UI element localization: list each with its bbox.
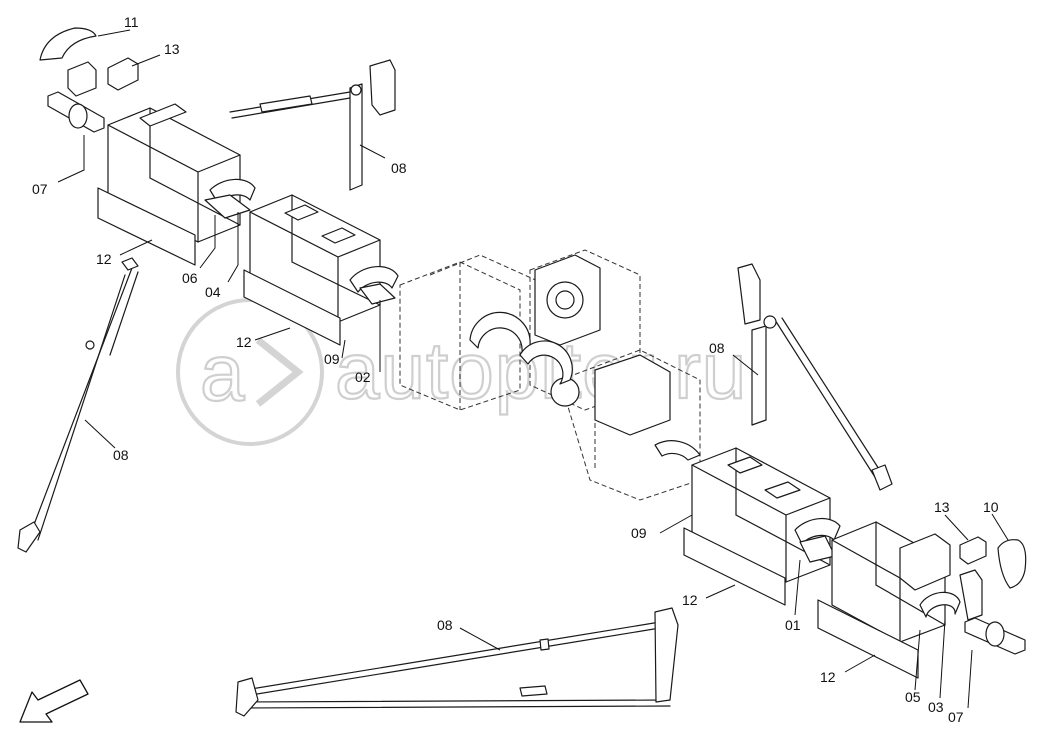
part-12-flap-a — [97, 187, 196, 266]
watermark-logo-chevron — [255, 337, 304, 407]
label-05: 05 — [905, 689, 921, 705]
part-08-lever-right — [751, 325, 767, 426]
part-12-flap-c — [683, 527, 786, 606]
label-07: 07 — [32, 181, 48, 197]
watermark: a autopiter.ru — [176, 298, 747, 446]
central-gearbox — [469, 254, 701, 461]
right-link-arm — [737, 263, 893, 491]
part-11-shield — [39, 27, 97, 61]
label-04: 04 — [205, 284, 221, 300]
part-13-plate — [107, 57, 139, 91]
part-08-rod-bottom-upper — [244, 621, 661, 691]
label-09: 09 — [631, 525, 647, 541]
label-12: 12 — [820, 669, 836, 685]
part-01-disc — [794, 517, 841, 545]
part-12-flap-d — [817, 599, 919, 679]
part-09-disc — [349, 265, 399, 293]
upper-left-assembly — [39, 27, 399, 346]
part-03-bracket — [959, 569, 983, 621]
label-12: 12 — [236, 334, 252, 350]
label-06: 06 — [182, 270, 198, 286]
part-08-rod-left — [29, 267, 133, 536]
label-12: 12 — [96, 251, 112, 267]
bottom-link-assembly — [235, 607, 679, 717]
label-10: 10 — [983, 499, 999, 515]
part-05-disc — [919, 591, 961, 618]
part-13-plate-right — [959, 536, 987, 565]
label-08: 08 — [437, 617, 453, 633]
part-08-rod-right — [774, 319, 881, 486]
label-02: 02 — [355, 369, 371, 385]
label-08: 08 — [709, 340, 725, 356]
left-diagonal-link — [17, 257, 139, 553]
direction-arrow-icon — [19, 679, 89, 723]
label-08: 08 — [113, 447, 129, 463]
part-08-lever — [349, 83, 363, 191]
watermark-logo-a: a — [200, 328, 246, 417]
watermark-text: autopiter.ru — [335, 326, 747, 415]
lower-right-assembly — [683, 447, 1027, 679]
label-07: 07 — [948, 709, 964, 725]
label-09: 09 — [324, 351, 340, 367]
label-01: 01 — [785, 617, 801, 633]
label-03: 03 — [928, 699, 944, 715]
leader-lines — [57, 29, 1009, 709]
label-11: 11 — [124, 14, 139, 30]
label-13: 13 — [934, 499, 950, 515]
part-labels: 11 13 07 08 12 06 04 12 09 02 08 08 09 1… — [32, 14, 999, 725]
part-08-rod-bottom-lower — [244, 699, 671, 703]
part-10-shield — [997, 539, 1027, 589]
part-12-flap-b — [243, 269, 341, 346]
upper-link-arm — [229, 59, 396, 191]
label-08: 08 — [391, 160, 407, 176]
label-13: 13 — [164, 41, 180, 57]
label-12: 12 — [682, 592, 698, 608]
